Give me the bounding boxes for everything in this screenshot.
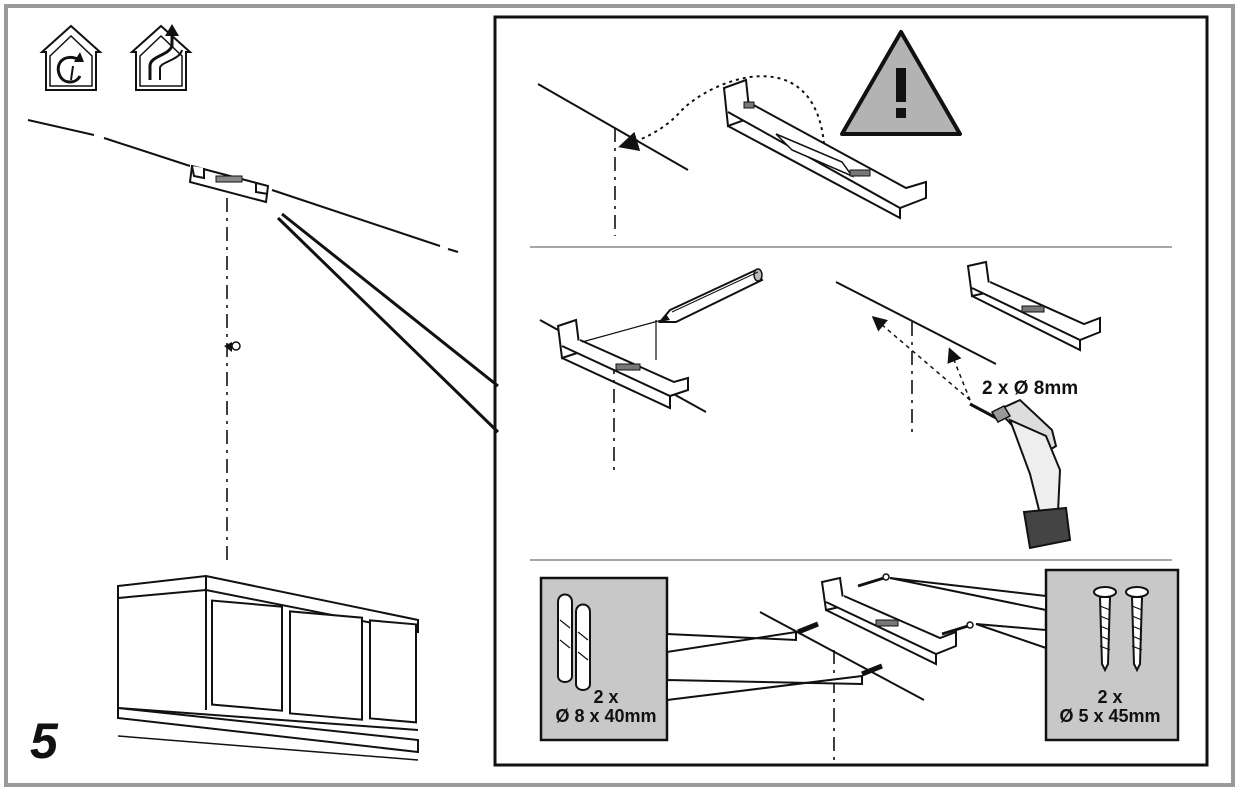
outer-frame xyxy=(4,4,1235,787)
ducted-extraction-mode-icon xyxy=(129,24,193,91)
step-number: 5 xyxy=(30,713,58,769)
screws-label: 2 x Ø 5 x 45mm xyxy=(1049,688,1171,726)
fixing-assembly xyxy=(759,573,974,762)
vertical-guide-line xyxy=(224,198,241,560)
screws-size: Ø 5 x 45mm xyxy=(1059,705,1161,726)
drill-size-label: 2 x Ø 8mm xyxy=(982,378,1079,399)
kitchen-cabinet xyxy=(117,574,419,761)
pencil-icon xyxy=(657,268,764,323)
wall-plugs-label: 2 x Ø 8 x 40mm xyxy=(548,688,664,726)
fixing-leader-lines xyxy=(666,577,1047,702)
power-drill-icon xyxy=(969,398,1072,550)
small-wall-bracket xyxy=(188,164,270,204)
wall-plugs-panel xyxy=(539,576,669,742)
recirculation-mode-icon xyxy=(39,24,103,91)
zoom-lines xyxy=(276,212,500,434)
wall-plugs-count: 2 x xyxy=(593,687,619,707)
ceiling-drill-line xyxy=(835,281,997,432)
section-position-bracket xyxy=(537,75,927,236)
ceiling-line xyxy=(27,119,459,253)
detail-panel-frame xyxy=(493,15,1209,767)
screws-count: 2 x xyxy=(1097,687,1123,707)
screws-panel xyxy=(1044,568,1180,742)
warning-triangle-icon xyxy=(840,30,962,136)
wall-plugs-size: Ø 8 x 40mm xyxy=(555,705,657,726)
bracket-top-right xyxy=(966,260,1101,352)
section-mark-and-drill xyxy=(539,318,707,472)
